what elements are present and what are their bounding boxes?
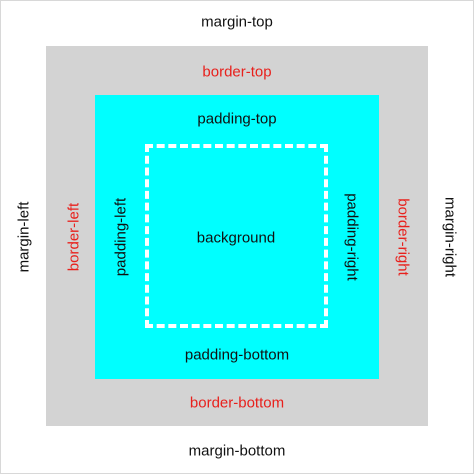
padding-bottom-label: padding-bottom xyxy=(184,346,290,364)
border-left-label: border-left xyxy=(65,202,83,272)
padding-top-label: padding-top xyxy=(197,110,277,128)
content-area-outline xyxy=(145,144,328,328)
border-right-label: border-right xyxy=(394,198,412,276)
margin-right-label: margin-right xyxy=(441,196,459,278)
margin-left-label: margin-left xyxy=(15,201,33,273)
margin-bottom-label: margin-bottom xyxy=(188,442,286,460)
padding-left-label: padding-left xyxy=(112,197,130,277)
border-top-label: border-top xyxy=(202,63,272,81)
padding-area xyxy=(95,95,379,379)
margin-top-label: margin-top xyxy=(201,13,273,31)
padding-right-label: padding-right xyxy=(343,193,361,281)
border-bottom-label: border-bottom xyxy=(189,394,285,412)
background-label: background xyxy=(196,229,276,247)
